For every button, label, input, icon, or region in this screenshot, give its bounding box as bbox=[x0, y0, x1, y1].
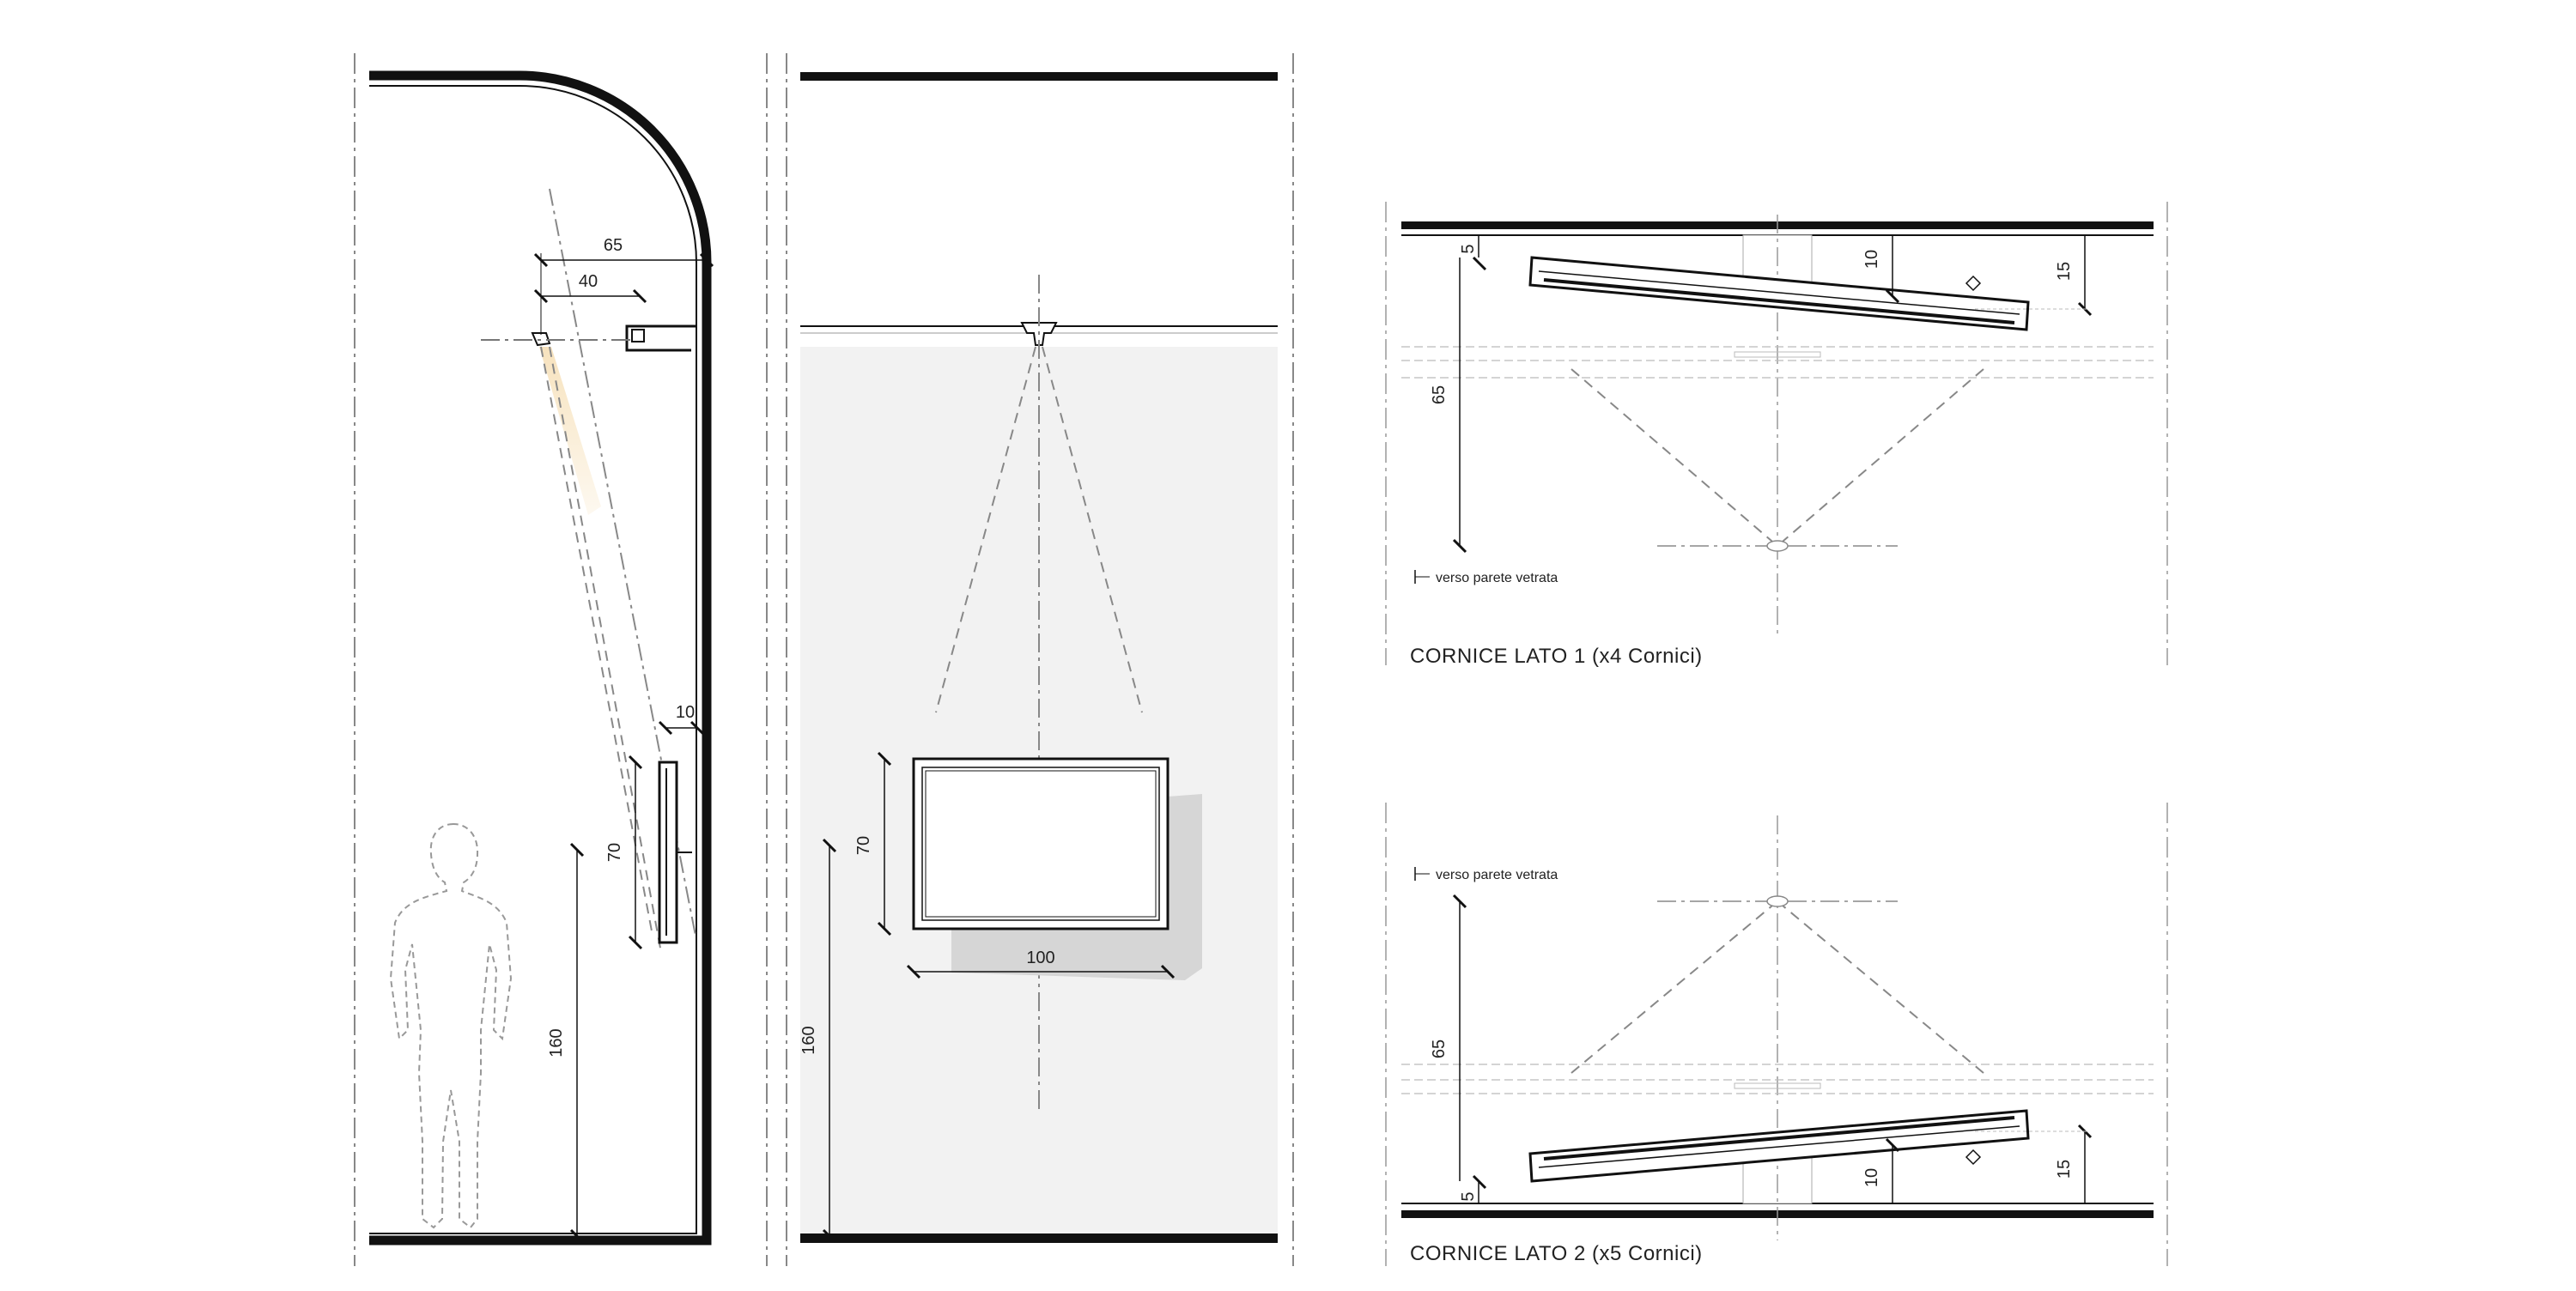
dim-15-plan2: 15 bbox=[2055, 1160, 2074, 1179]
frame-plan-1 bbox=[1528, 256, 2030, 331]
dim-10-plan2: 10 bbox=[1862, 1168, 1881, 1187]
caption-plan1: CORNICE LATO 1 (x4 Cornici) bbox=[1410, 645, 1703, 668]
frame-front bbox=[912, 757, 1170, 930]
elevation-view: 70 100 160 bbox=[786, 53, 1294, 1266]
dim-65: 65 bbox=[604, 236, 623, 255]
dim-70-elevation: 70 bbox=[854, 836, 873, 855]
frame-plan-2 bbox=[1528, 1109, 2030, 1183]
dim-65-plan1: 65 bbox=[1430, 385, 1449, 404]
dim-5-plan2: 5 bbox=[1459, 1191, 1478, 1201]
dim-70-section: 70 bbox=[605, 843, 624, 862]
dim-100: 100 bbox=[1026, 949, 1054, 967]
dim-40: 40 bbox=[579, 272, 598, 291]
caption-plan2: CORNICE LATO 2 (x5 Cornici) bbox=[1410, 1242, 1703, 1265]
dim-160-section: 160 bbox=[547, 1028, 566, 1057]
dim-10-plan1: 10 bbox=[1862, 250, 1881, 269]
dim-160-elevation: 160 bbox=[799, 1026, 818, 1054]
note-plan2: verso parete vetrata bbox=[1436, 868, 1558, 882]
dim-65-plan2: 65 bbox=[1430, 1039, 1449, 1058]
human-figure bbox=[389, 822, 513, 1229]
section-view: 65 40 10 70 160 bbox=[354, 53, 768, 1266]
plan-view-1: 5 10 15 65 verso parete vetrata CORNICE … bbox=[1385, 202, 2168, 668]
dim-15-plan1: 15 bbox=[2055, 262, 2074, 281]
plan-view-2: 5 10 15 65 verso parete vetrata CORNICE … bbox=[1385, 803, 2168, 1266]
frame-side bbox=[658, 761, 678, 944]
dim-10: 10 bbox=[676, 703, 695, 722]
room-outline bbox=[369, 70, 712, 1246]
dim-5-plan1: 5 bbox=[1459, 244, 1478, 253]
note-plan1: verso parete vetrata bbox=[1436, 571, 1558, 585]
